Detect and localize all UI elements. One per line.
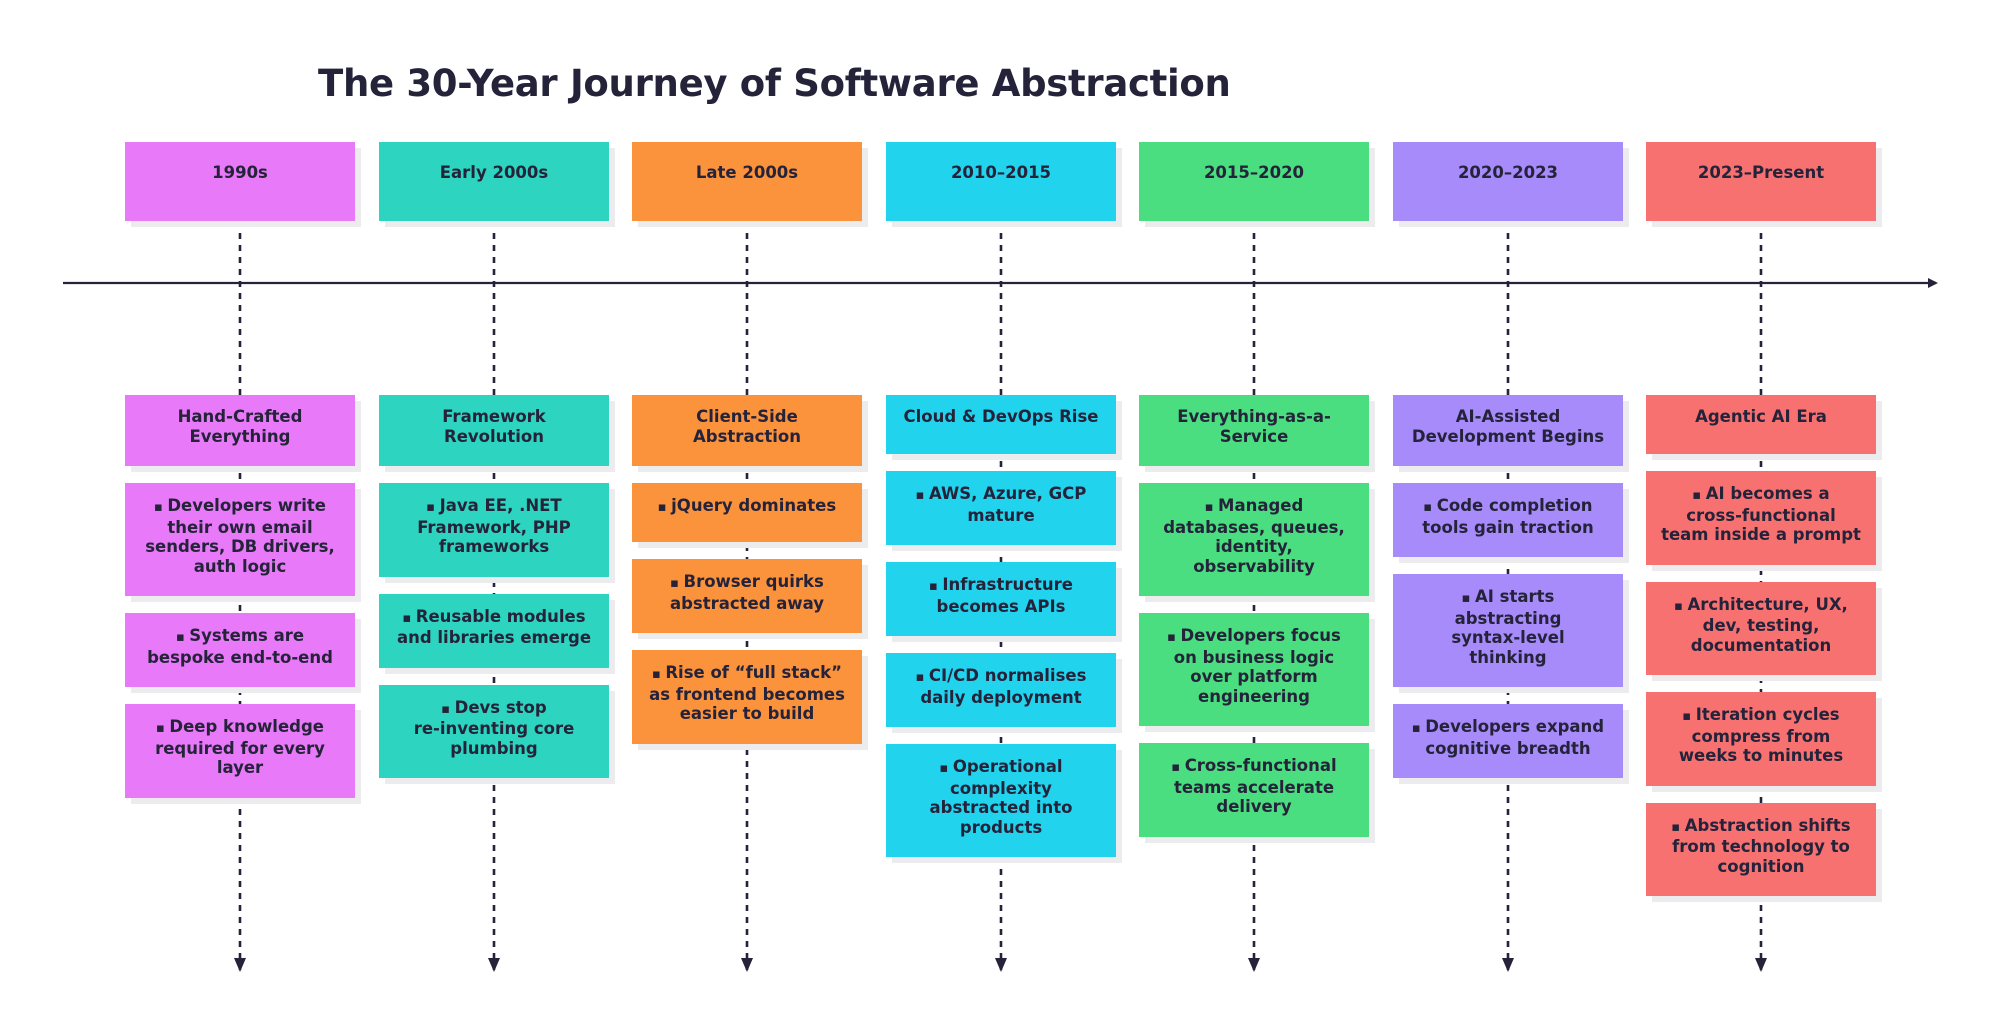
- era-heading-card: Agentic AI Era: [1646, 395, 1876, 454]
- era-period-label: 1990s: [125, 142, 355, 221]
- era-point-card: ▪ Java EE, .NET Framework, PHP framework…: [379, 483, 609, 577]
- era-point-text: Managed databases, queues, identity, obs…: [1163, 496, 1345, 576]
- era-point-text: Java EE, .NET Framework, PHP frameworks: [417, 496, 571, 556]
- era-point-text: Deep knowledge required for every layer: [155, 717, 325, 777]
- era-point-card: ▪ Iteration cycles compress from weeks t…: [1646, 692, 1876, 786]
- era-point-card: ▪ Code completion tools gain traction: [1393, 483, 1623, 557]
- era-point-text: Cross-functional teams accelerate delive…: [1173, 756, 1337, 816]
- era-column-3: Late 2000s Client-Side Abstraction ▪ jQu…: [632, 142, 862, 744]
- era-point-card: ▪ Deep knowledge required for every laye…: [125, 704, 355, 798]
- era-point-card: ▪ Developers write their own email sende…: [125, 483, 355, 596]
- era-period-label: 2015–2020: [1139, 142, 1369, 221]
- era-heading-card: Framework Revolution: [379, 395, 609, 466]
- era-card-stack: Framework Revolution ▪ Java EE, .NET Fra…: [379, 395, 609, 795]
- era-point-text: AWS, Azure, GCP mature: [929, 484, 1087, 525]
- era-point-card: ▪ AI starts abstracting syntax-level thi…: [1393, 574, 1623, 687]
- era-point-card: ▪ Developers focus on business logic ove…: [1139, 613, 1369, 726]
- era-point-text: Rise of “full stack” as frontend becomes…: [649, 663, 845, 723]
- era-point-text: jQuery dominates: [671, 496, 837, 515]
- bullet-square-icon: ▪: [1171, 760, 1185, 775]
- era-point-card: ▪ CI/CD normalises daily deployment: [886, 653, 1116, 727]
- era-column-2: Early 2000s Framework Revolution ▪ Java …: [379, 142, 609, 778]
- era-point-text: Abstraction shifts from technology to co…: [1672, 815, 1851, 876]
- bullet-square-icon: ▪: [402, 610, 416, 626]
- bullet-square-icon: ▪: [1692, 488, 1706, 503]
- era-heading-card: Hand-Crafted Everything: [125, 395, 355, 466]
- bullet-square-icon: ▪: [915, 488, 929, 503]
- bullet-square-icon: ▪: [652, 667, 666, 682]
- era-period-label: 2010–2015: [886, 142, 1116, 221]
- era-point-text: Developers expand cognitive breadth: [1425, 717, 1605, 758]
- bullet-square-icon: ▪: [915, 670, 929, 685]
- era-point-text: Code completion tools gain traction: [1422, 496, 1594, 537]
- bullet-square-icon: ▪: [1682, 709, 1696, 724]
- era-point-card: ▪ Managed databases, queues, identity, o…: [1139, 483, 1369, 596]
- era-card-stack: Client-Side Abstraction ▪ jQuery dominat…: [632, 395, 862, 761]
- era-column-6: 2020–2023 AI-Assisted Development Begins…: [1393, 142, 1623, 778]
- era-point-card: ▪ Devs stop re-inventing core plumbing: [379, 684, 609, 778]
- era-card-stack: AI-Assisted Development Begins ▪ Code co…: [1393, 395, 1623, 795]
- era-point-card: ▪ Developers expand cognitive breadth: [1393, 704, 1623, 778]
- era-heading-card: Client-Side Abstraction: [632, 395, 862, 466]
- era-point-text: Infrastructure becomes APIs: [936, 575, 1073, 616]
- era-point-card: ▪ AI becomes a cross-functional team ins…: [1646, 471, 1876, 565]
- diagram-title: The 30-Year Journey of Software Abstract…: [318, 62, 1231, 105]
- era-heading-card: Cloud & DevOps Rise: [886, 395, 1116, 454]
- era-point-text: Iteration cycles compress from weeks to …: [1678, 705, 1844, 765]
- era-column-1: 1990s Hand-Crafted Everything ▪ Develope…: [125, 142, 355, 798]
- bullet-square-icon: ▪: [1167, 630, 1181, 645]
- era-point-card: ▪ Architecture, UX, dev, testing, docume…: [1646, 581, 1876, 675]
- bullet-square-icon: ▪: [426, 500, 440, 515]
- era-card-stack: Cloud & DevOps Rise ▪ AWS, Azure, GCP ma…: [886, 395, 1116, 874]
- era-point-card: ▪ Reusable modules and libraries emerge: [379, 593, 609, 668]
- era-point-text: Reusable modules and libraries emerge: [396, 606, 592, 648]
- era-point-text: Architecture, UX, dev, testing, document…: [1687, 594, 1848, 655]
- bullet-square-icon: ▪: [939, 761, 953, 776]
- era-column-4: 2010–2015 Cloud & DevOps Rise ▪ AWS, Azu…: [886, 142, 1116, 857]
- bullet-square-icon: ▪: [1423, 500, 1437, 515]
- era-card-stack: Everything-as-a-Service ▪ Managed databa…: [1139, 395, 1369, 854]
- era-point-text: AI becomes a cross-functional team insid…: [1661, 484, 1861, 544]
- bullet-square-icon: ▪: [156, 721, 170, 736]
- era-heading-card: AI-Assisted Development Begins: [1393, 395, 1623, 466]
- era-point-text: AI starts abstracting syntax-level think…: [1451, 587, 1565, 667]
- bullet-square-icon: ▪: [657, 500, 672, 515]
- era-point-card: ▪ Infrastructure becomes APIs: [886, 562, 1116, 636]
- bullet-square-icon: ▪: [928, 579, 943, 594]
- era-point-card: ▪ Browser quirks abstracted away: [632, 559, 862, 633]
- era-point-card: ▪ Rise of “full stack” as frontend becom…: [632, 650, 862, 744]
- era-card-stack: Hand-Crafted Everything ▪ Developers wri…: [125, 395, 355, 815]
- era-point-card: ▪ Operational complexity abstracted into…: [886, 744, 1116, 857]
- era-period-label: 2023–Present: [1646, 142, 1876, 221]
- bullet-square-icon: ▪: [175, 630, 190, 645]
- era-point-text: Developers focus on business logic over …: [1173, 626, 1341, 706]
- era-period-label: Late 2000s: [632, 142, 862, 221]
- bullet-square-icon: ▪: [441, 701, 455, 717]
- bullet-square-icon: ▪: [1674, 598, 1688, 614]
- era-period-label: Early 2000s: [379, 142, 609, 221]
- era-point-text: CI/CD normalises daily deployment: [920, 666, 1087, 707]
- era-point-card: ▪ jQuery dominates: [632, 483, 862, 542]
- era-point-card: ▪ Systems are bespoke end-to-end: [125, 613, 355, 687]
- bullet-square-icon: ▪: [1411, 721, 1426, 736]
- era-point-text: Browser quirks abstracted away: [669, 572, 825, 613]
- era-period-label: 2020–2023: [1393, 142, 1623, 221]
- bullet-square-icon: ▪: [1461, 591, 1475, 606]
- era-point-text: Developers write their own email senders…: [145, 496, 335, 576]
- era-point-card: ▪ Abstraction shifts from technology to …: [1646, 802, 1876, 896]
- era-card-stack: Agentic AI Era ▪ AI becomes a cross-func…: [1646, 395, 1876, 913]
- era-point-text: Operational complexity abstracted into p…: [929, 757, 1073, 837]
- era-point-card: ▪ AWS, Azure, GCP mature: [886, 471, 1116, 545]
- era-column-7: 2023–Present Agentic AI Era ▪ AI becomes…: [1646, 142, 1876, 896]
- era-point-text: Systems are bespoke end-to-end: [147, 626, 333, 667]
- era-heading-card: Everything-as-a-Service: [1139, 395, 1369, 466]
- bullet-square-icon: ▪: [1204, 500, 1219, 515]
- bullet-square-icon: ▪: [154, 500, 168, 515]
- era-point-card: ▪ Cross-functional teams accelerate deli…: [1139, 743, 1369, 837]
- era-point-text: Devs stop re-inventing core plumbing: [413, 697, 575, 758]
- bullet-square-icon: ▪: [1671, 819, 1685, 835]
- bullet-square-icon: ▪: [670, 576, 684, 591]
- era-column-5: 2015–2020 Everything-as-a-Service ▪ Mana…: [1139, 142, 1369, 837]
